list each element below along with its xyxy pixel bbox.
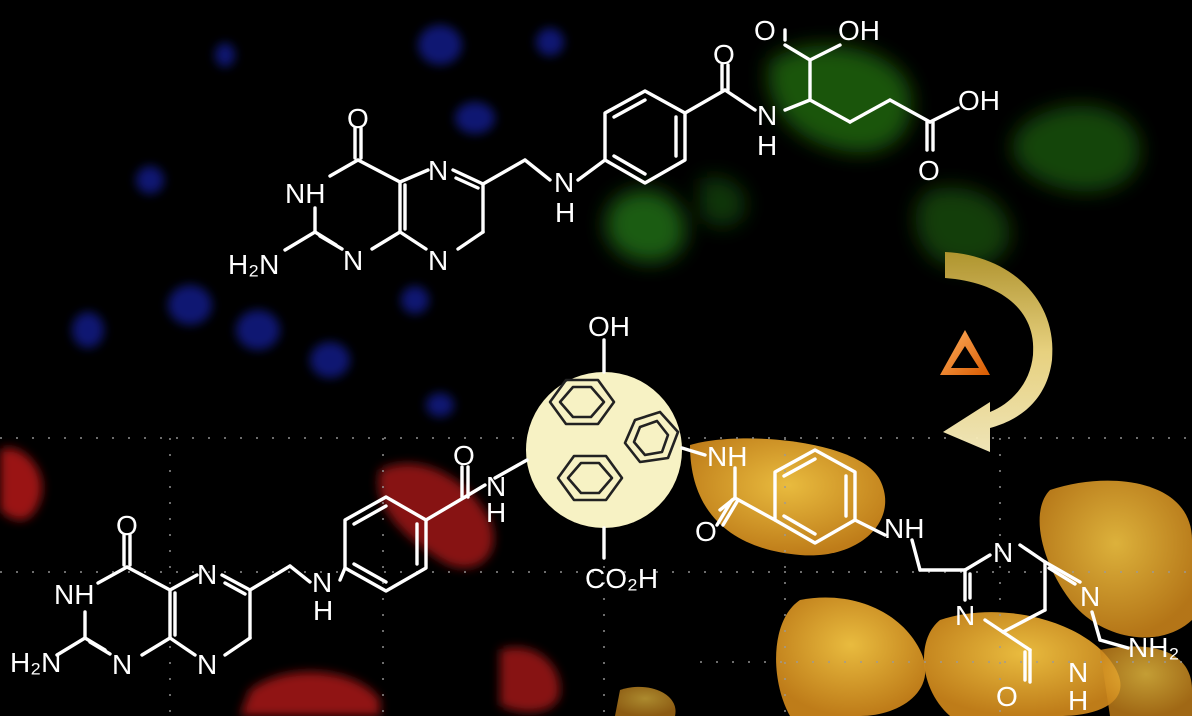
nucleus — [426, 393, 454, 417]
atom-label: OH — [588, 311, 630, 342]
gold-cell — [776, 597, 926, 716]
gold-cell — [615, 686, 676, 716]
atom-label: NH₂ — [1128, 632, 1179, 663]
atom-label: NH — [285, 178, 325, 209]
atom-label: N — [312, 567, 332, 598]
atom-label: N — [112, 649, 132, 680]
curved-arrow-icon — [943, 252, 1053, 452]
atom-label: OH — [838, 15, 880, 46]
folic-acid-bonds — [283, 28, 960, 252]
atom-label: N — [197, 559, 217, 590]
red-cell — [240, 671, 380, 716]
atom-label: H₂N — [228, 249, 279, 280]
atom-label: OH — [958, 85, 1000, 116]
nucleus — [310, 342, 350, 378]
bead-bonds — [493, 338, 707, 560]
atom-label: N — [993, 537, 1013, 568]
green-cell — [768, 45, 912, 153]
green-cell — [915, 187, 1010, 268]
atom-label: N — [428, 245, 448, 276]
green-cell-stain — [605, 45, 1140, 268]
atom-label: O — [918, 155, 940, 186]
atom-label: H — [757, 130, 777, 161]
bead-phenyl-rings — [548, 378, 680, 502]
dotted-grid — [0, 437, 1192, 716]
atom-label: H — [313, 595, 333, 626]
gold-cell — [690, 438, 886, 556]
right-folate-structure: NH O NH N N N NH₂ O N H — [695, 441, 1179, 716]
atom-label: O — [754, 15, 776, 46]
right-folate-atom-labels: NH O NH N N N NH₂ O N H — [695, 441, 1179, 716]
atom-label: N — [343, 245, 363, 276]
gold-cell — [923, 612, 1121, 716]
nucleus — [236, 310, 280, 350]
nucleus — [136, 166, 164, 194]
polymer-bead: OH CO₂H — [493, 311, 707, 594]
atom-label: N — [1068, 657, 1088, 688]
folic-acid-atom-labels: O NH N N N H₂N N H O N H O OH OH O — [228, 15, 1000, 280]
gold-cell — [1100, 646, 1192, 716]
atom-label: NH — [707, 441, 747, 472]
left-folate-bonds — [55, 465, 487, 657]
nucleus — [418, 25, 462, 65]
atom-label: N — [757, 100, 777, 131]
atom-label: O — [347, 103, 369, 134]
atom-label: NH — [54, 579, 94, 610]
reaction-arrow — [940, 252, 1053, 452]
atom-label: H₂N — [10, 647, 61, 678]
atom-label: O — [695, 516, 717, 547]
nucleus — [168, 285, 212, 325]
green-cell — [700, 176, 746, 227]
bead-circle — [526, 372, 682, 528]
red-cell — [500, 647, 560, 712]
gold-cell-stain — [615, 438, 1192, 716]
atom-label: O — [713, 39, 735, 70]
right-folate-bonds — [715, 448, 1130, 684]
left-folate-atom-labels: O NH N N N H₂N N H O N H — [10, 440, 506, 680]
delta-heat-icon — [940, 330, 990, 375]
atom-label: O — [116, 510, 138, 541]
atom-label: CO₂H — [585, 563, 658, 594]
left-folate-structure: O NH N N N H₂N N H O N H — [10, 440, 506, 680]
green-cell — [1012, 105, 1140, 192]
atom-label: H — [1068, 685, 1088, 716]
red-cell — [0, 448, 42, 520]
atom-label: N — [197, 649, 217, 680]
atom-label: N — [1080, 581, 1100, 612]
atom-label: N — [428, 155, 448, 186]
nucleus — [401, 286, 429, 314]
atom-label: NH — [884, 513, 924, 544]
atom-label: O — [996, 681, 1018, 712]
atom-label: N — [486, 471, 506, 502]
green-cell — [605, 189, 686, 263]
gold-cell — [1039, 480, 1192, 638]
nucleus — [455, 102, 495, 134]
atom-label: N — [955, 600, 975, 631]
atom-label: H — [486, 497, 506, 528]
blue-nuclei-stain — [72, 25, 564, 417]
atom-label: N — [554, 167, 574, 198]
folic-acid-structure: O NH N N N H₂N N H O N H O OH OH O — [228, 15, 1000, 280]
atom-label: O — [453, 440, 475, 471]
atom-label: H — [555, 197, 575, 228]
nucleus — [72, 312, 104, 348]
nucleus — [536, 28, 564, 56]
nucleus — [215, 43, 235, 67]
